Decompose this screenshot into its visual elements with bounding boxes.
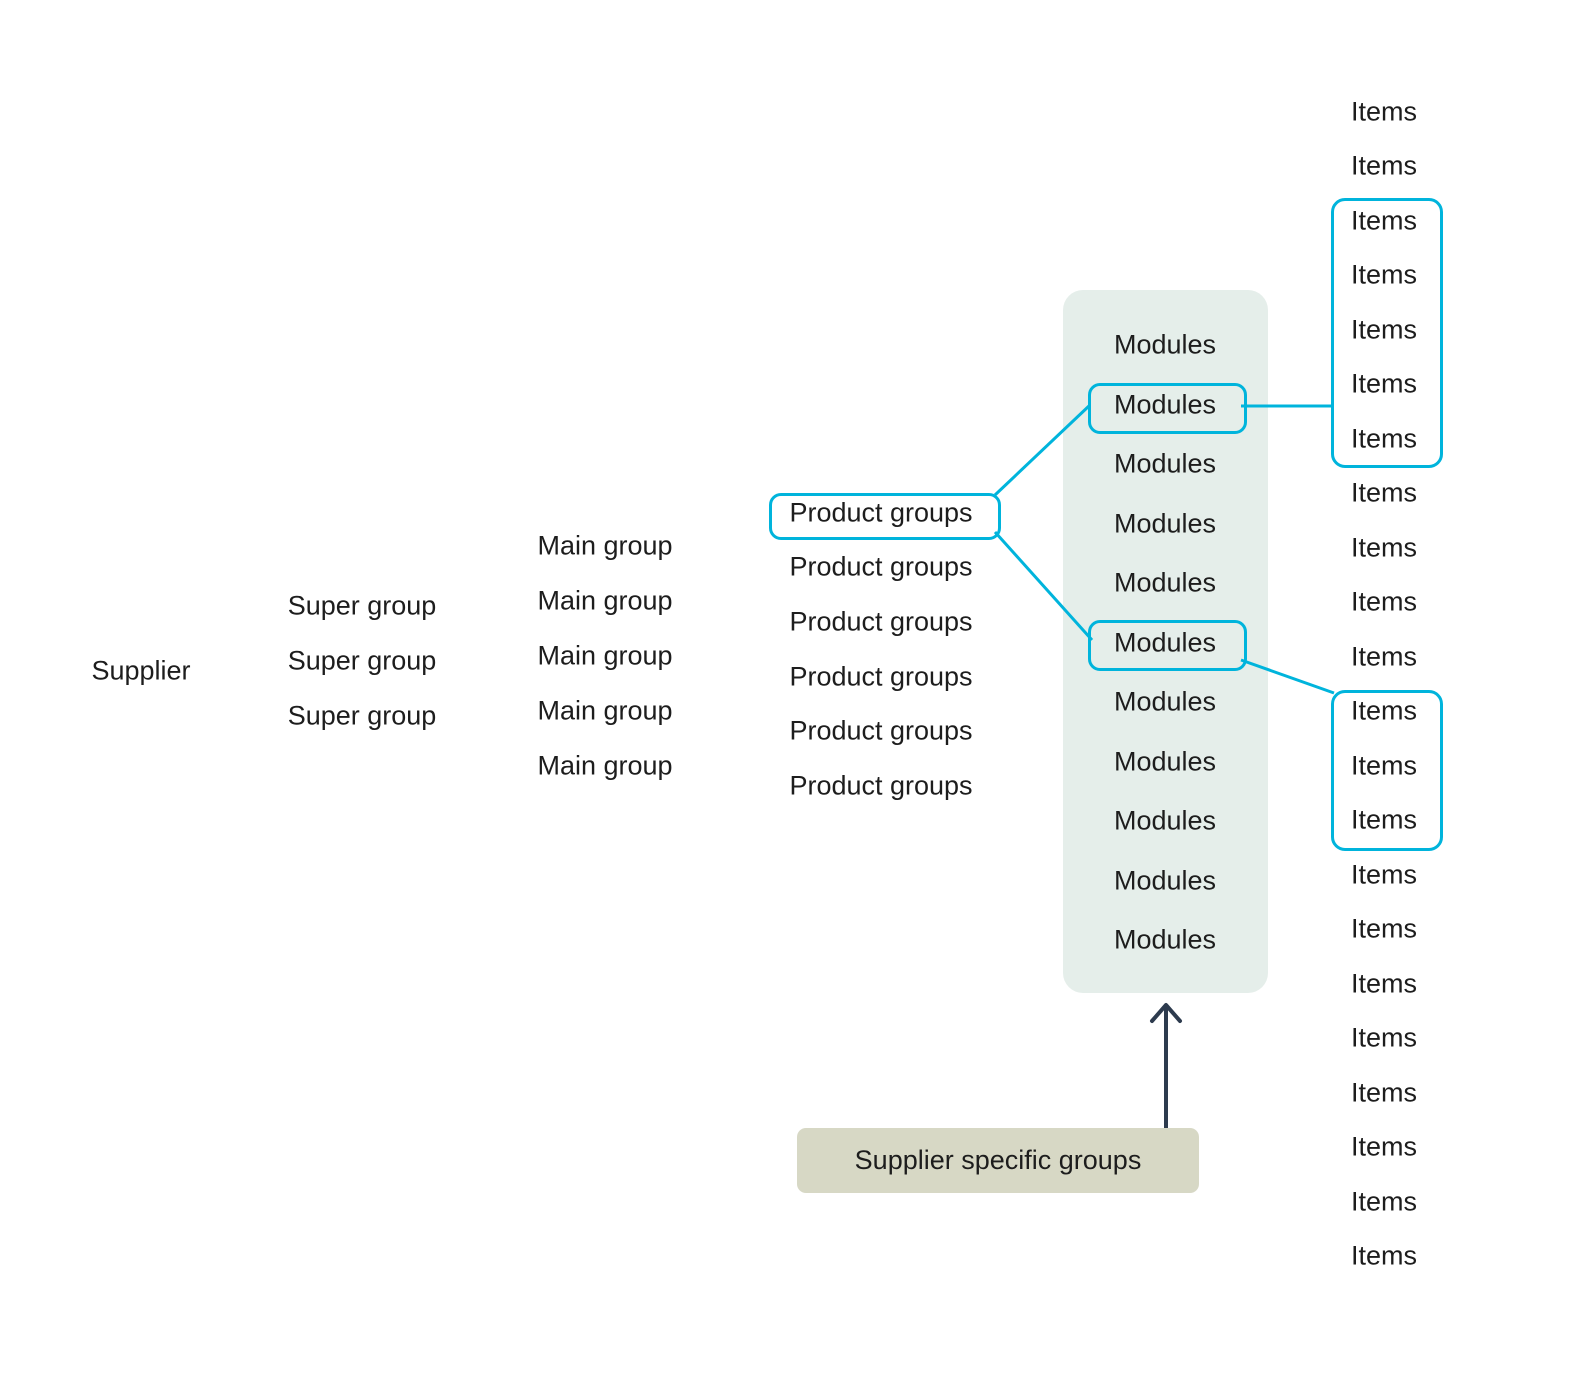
- node-items-5[interactable]: Items: [1350, 314, 1418, 345]
- node-items-15[interactable]: Items: [1350, 859, 1418, 890]
- node-modules-8[interactable]: Modules: [1113, 746, 1217, 777]
- node-items-3[interactable]: Items: [1350, 205, 1418, 236]
- node-items-7[interactable]: Items: [1350, 423, 1418, 454]
- node-items-11[interactable]: Items: [1350, 641, 1418, 672]
- node-product-groups-3[interactable]: Product groups: [789, 606, 973, 637]
- supplier-specific-groups-arrow-head: [1150, 1003, 1182, 1023]
- node-modules-6[interactable]: Modules: [1113, 627, 1217, 658]
- node-items-1[interactable]: Items: [1350, 96, 1418, 127]
- node-modules-11[interactable]: Modules: [1113, 924, 1217, 955]
- node-items-16[interactable]: Items: [1350, 913, 1418, 944]
- node-modules-9[interactable]: Modules: [1113, 805, 1217, 836]
- node-items-8[interactable]: Items: [1350, 477, 1418, 508]
- node-items-18[interactable]: Items: [1350, 1022, 1418, 1053]
- node-main-group-4[interactable]: Main group: [537, 695, 673, 726]
- items-group-box-lower[interactable]: [1331, 690, 1443, 851]
- highlight-box-modules-6[interactable]: [1088, 620, 1247, 671]
- node-modules-3[interactable]: Modules: [1113, 448, 1217, 479]
- supplier-specific-groups-label: Supplier specific groups: [854, 1145, 1142, 1175]
- node-main-group-2[interactable]: Main group: [537, 585, 673, 616]
- node-modules-1[interactable]: Modules: [1113, 329, 1217, 360]
- node-items-4[interactable]: Items: [1350, 259, 1418, 290]
- node-super-group-2[interactable]: Super group: [287, 645, 437, 676]
- node-modules-10[interactable]: Modules: [1113, 865, 1217, 896]
- node-items-10[interactable]: Items: [1350, 586, 1418, 617]
- node-items-14[interactable]: Items: [1350, 804, 1418, 835]
- node-super-group-1[interactable]: Super group: [287, 590, 437, 621]
- node-product-groups-1[interactable]: Product groups: [789, 497, 973, 528]
- node-items-6[interactable]: Items: [1350, 368, 1418, 399]
- node-main-group-1[interactable]: Main group: [537, 530, 673, 561]
- node-items-19[interactable]: Items: [1350, 1077, 1418, 1108]
- node-main-group-5[interactable]: Main group: [537, 750, 673, 781]
- node-modules-4[interactable]: Modules: [1113, 508, 1217, 539]
- node-super-group-3[interactable]: Super group: [287, 700, 437, 731]
- supplier-specific-groups-pill[interactable]: Supplier specific groups: [797, 1128, 1199, 1193]
- node-main-group-3[interactable]: Main group: [537, 640, 673, 671]
- node-product-groups-5[interactable]: Product groups: [789, 715, 973, 746]
- node-modules-2[interactable]: Modules: [1113, 389, 1217, 420]
- node-product-groups-2[interactable]: Product groups: [789, 551, 973, 582]
- modules-panel-background: [1063, 290, 1268, 993]
- node-items-20[interactable]: Items: [1350, 1131, 1418, 1162]
- node-product-groups-6[interactable]: Product groups: [789, 770, 973, 801]
- node-items-12[interactable]: Items: [1350, 695, 1418, 726]
- node-items-21[interactable]: Items: [1350, 1186, 1418, 1217]
- node-items-22[interactable]: Items: [1350, 1240, 1418, 1271]
- items-group-box-upper[interactable]: [1331, 198, 1443, 468]
- node-modules-7[interactable]: Modules: [1113, 686, 1217, 717]
- node-supplier[interactable]: Supplier: [91, 655, 191, 686]
- node-items-17[interactable]: Items: [1350, 968, 1418, 999]
- node-modules-5[interactable]: Modules: [1113, 567, 1217, 598]
- highlight-box-product-groups-1[interactable]: [769, 493, 1001, 540]
- node-product-groups-4[interactable]: Product groups: [789, 661, 973, 692]
- node-items-9[interactable]: Items: [1350, 532, 1418, 563]
- node-items-2[interactable]: Items: [1350, 150, 1418, 181]
- node-items-13[interactable]: Items: [1350, 750, 1418, 781]
